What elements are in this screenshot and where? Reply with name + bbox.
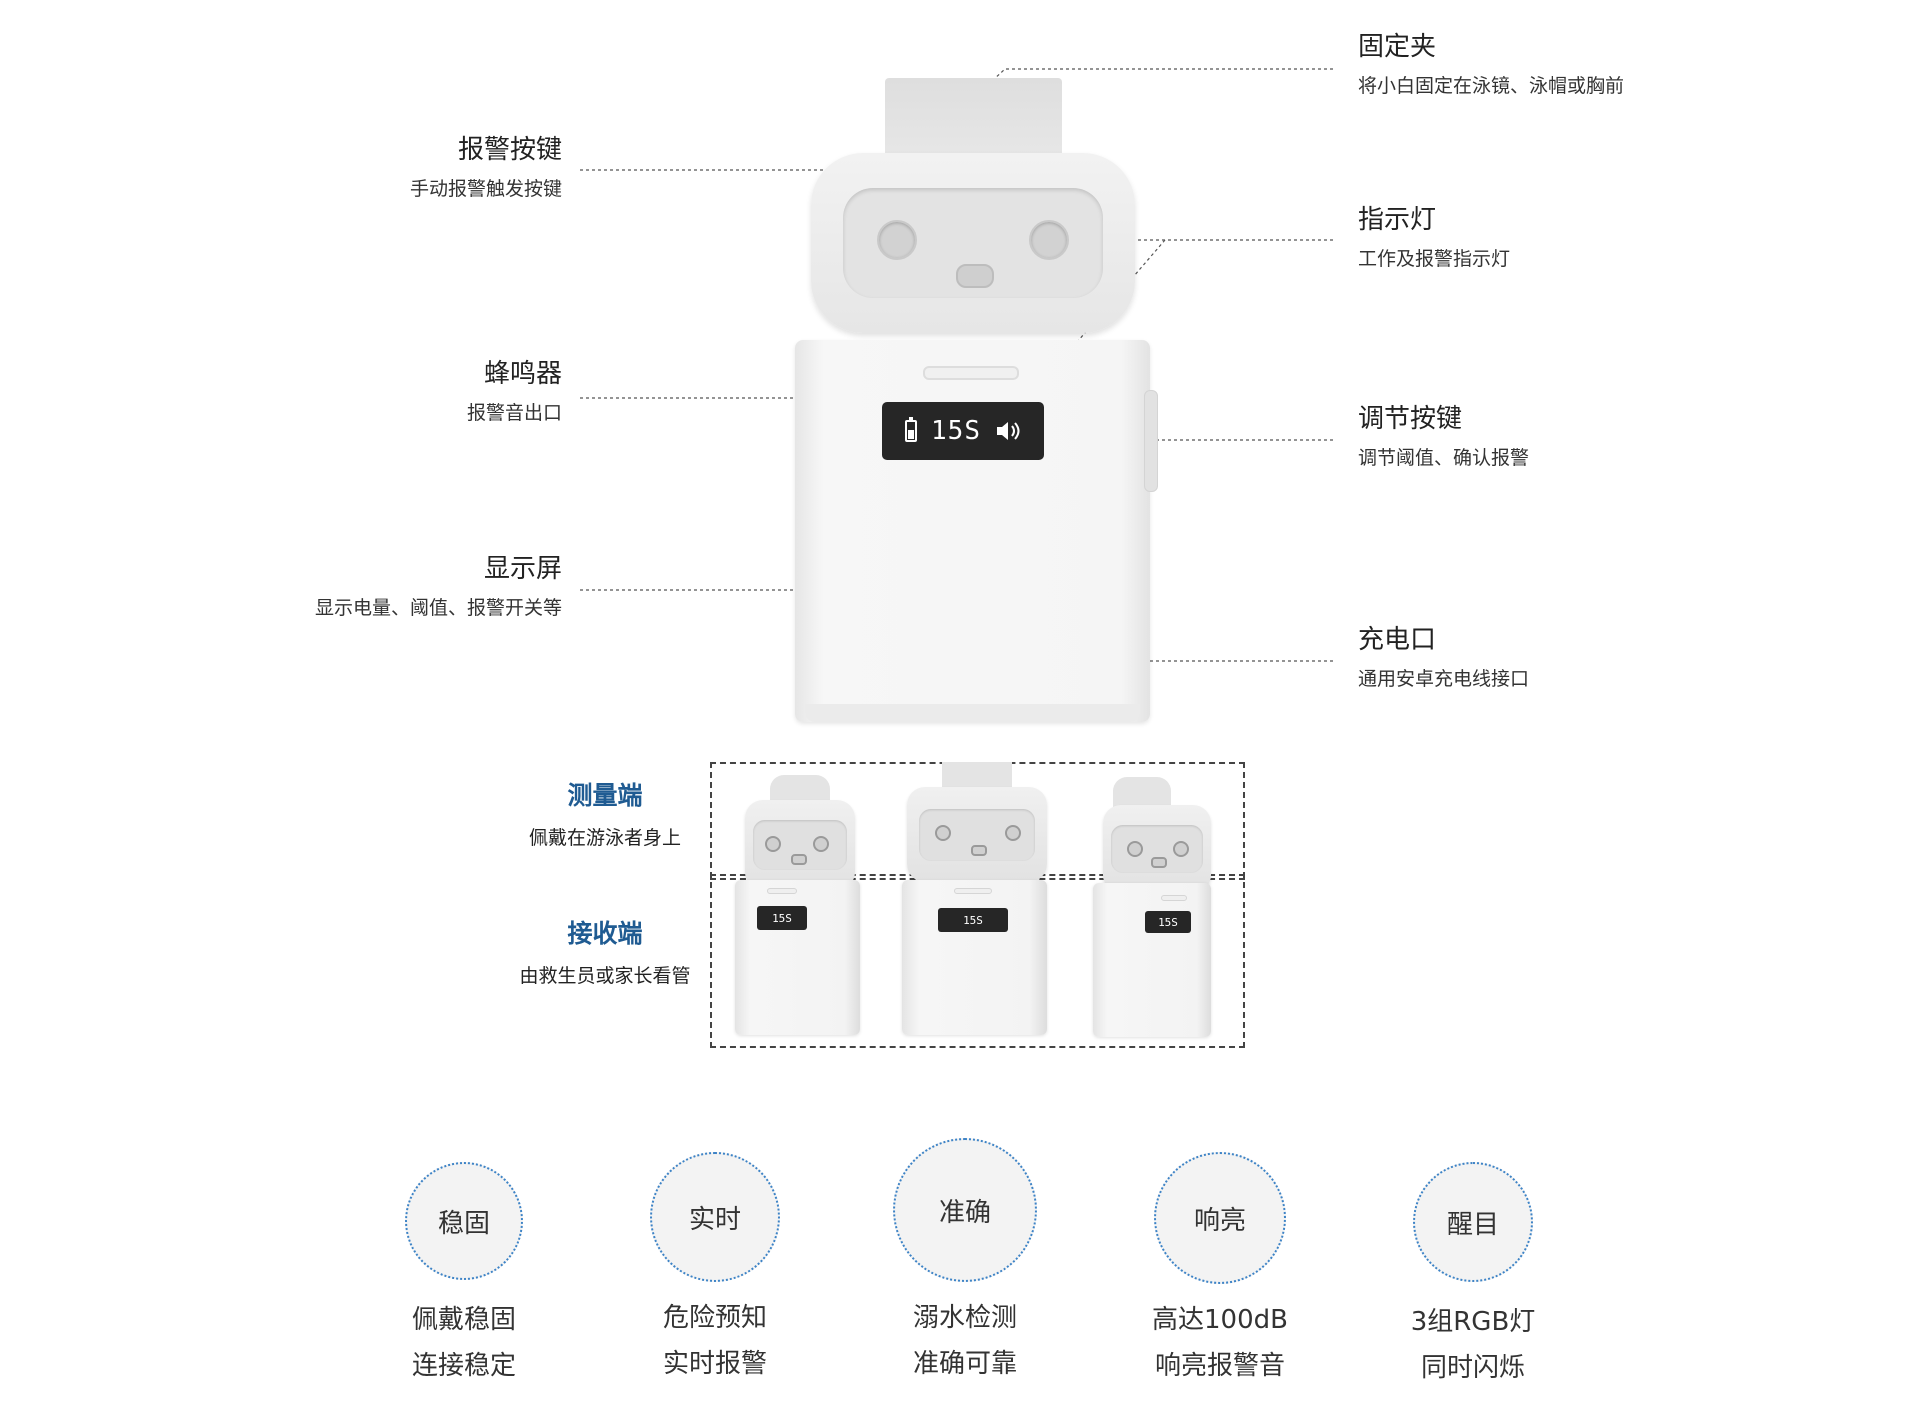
callout-title: 显示屏 [483, 554, 562, 584]
mini-screen-text: 15S [772, 911, 792, 925]
mini-head [745, 800, 855, 890]
feature-circle: 稳固 [405, 1162, 523, 1280]
mini-slot [1161, 895, 1187, 901]
mini-mouth [1151, 857, 1167, 868]
mini-face [919, 809, 1035, 861]
mini-slot [954, 888, 992, 894]
callout-adjust-button: 调节按键 调节阈值、确认报警 [1358, 402, 1529, 472]
feature-line1: 溺水检测 [912, 1303, 1017, 1333]
callout-desc: 手动报警触发按键 [409, 178, 562, 200]
role-desc: 佩戴在游泳者身上 [528, 827, 681, 849]
mini-eye-right [1005, 825, 1021, 841]
adjust-button [1144, 390, 1158, 492]
mini-slot [767, 888, 797, 894]
device-face [843, 188, 1103, 298]
mini-head [1103, 805, 1211, 893]
mini-screen: 15S [757, 906, 807, 930]
callout-display: 显示屏 显示电量、阈值、报警开关等 [315, 552, 562, 622]
callout-desc: 调节阈值、确认报警 [1358, 447, 1530, 469]
callout-buzzer: 蜂鸣器 报警音出口 [467, 357, 562, 427]
display-screen: 15S [882, 402, 1044, 460]
feature-line2: 同时闪烁 [1420, 1353, 1525, 1383]
callout-title: 指示灯 [1358, 205, 1437, 235]
mini-device-front-view: 15S [902, 762, 1052, 1037]
battery-icon [905, 417, 918, 442]
feature-circle: 醒目 [1413, 1162, 1533, 1282]
role-measure: 测量端 佩戴在游泳者身上 [505, 780, 705, 852]
mini-head [907, 787, 1047, 882]
feature-circle: 实时 [650, 1152, 780, 1282]
feature-line2: 准确可靠 [912, 1349, 1017, 1379]
mini-device-left-view: 15S [735, 770, 865, 1035]
feature-stable: 稳固 佩戴稳固 连接稳定 [399, 1162, 529, 1384]
mini-body: 15S [735, 880, 860, 1035]
callout-desc: 报警音出口 [466, 402, 562, 424]
role-title: 接收端 [567, 919, 643, 948]
role-desc: 由救生员或家长看管 [519, 965, 691, 987]
screen-text: 15S [931, 416, 981, 446]
callout-title: 蜂鸣器 [483, 359, 562, 389]
speaker-icon [996, 422, 1020, 440]
feature-line2: 连接稳定 [411, 1351, 516, 1381]
feature-line1: 3组RGB灯 [1410, 1307, 1536, 1337]
mini-eye-left [1127, 841, 1143, 857]
feature-circle: 响亮 [1154, 1152, 1286, 1284]
indicator-light-center [956, 264, 994, 288]
mini-eye-right [1173, 841, 1189, 857]
mini-body: 15S [1093, 883, 1211, 1037]
device-body: 15S [795, 340, 1158, 722]
feature-line2: 实时报警 [662, 1349, 767, 1379]
mini-body: 15S [902, 880, 1047, 1035]
mini-eye-right [813, 836, 829, 852]
mini-clip [1113, 777, 1171, 809]
device-head [811, 153, 1135, 333]
feature-realtime: 实时 危险预知 实时报警 [645, 1152, 785, 1382]
callout-desc: 显示电量、阈值、报警开关等 [314, 597, 562, 619]
callout-clip: 固定夹 将小白固定在泳镜、泳帽或胸前 [1358, 30, 1624, 100]
feature-line1: 危险预知 [662, 1303, 767, 1333]
callout-indicator: 指示灯 工作及报警指示灯 [1358, 203, 1510, 273]
mini-mouth [971, 845, 987, 856]
indicator-light-left [877, 220, 917, 260]
callout-title: 报警按键 [457, 135, 562, 165]
feature-circle: 准确 [893, 1138, 1037, 1282]
mini-screen-text: 15S [963, 913, 983, 927]
mini-mouth [791, 854, 807, 865]
mini-face [1111, 825, 1203, 873]
feature-accurate: 准确 溺水检测 准确可靠 [890, 1138, 1040, 1382]
charging-port-edge [805, 704, 1140, 722]
feature-eye-catching: 醒目 3组RGB灯 同时闪烁 [1398, 1162, 1548, 1386]
feature-line1: 佩戴稳固 [411, 1305, 516, 1335]
callout-alarm-button: 报警按键 手动报警触发按键 [410, 133, 562, 203]
callout-title: 调节按键 [1358, 404, 1463, 434]
role-title: 测量端 [567, 781, 643, 810]
main-device-illustration: 15S [795, 78, 1180, 723]
mini-screen: 15S [1145, 911, 1191, 933]
mini-screen-text: 15S [1158, 915, 1178, 929]
mini-eye-left [765, 836, 781, 852]
feature-line2: 响亮报警音 [1154, 1351, 1285, 1381]
mini-device-right-view: 15S [1093, 775, 1223, 1037]
callout-desc: 工作及报警指示灯 [1358, 248, 1511, 270]
role-receive: 接收端 由救生员或家长看管 [505, 918, 705, 990]
buzzer-slot [923, 366, 1019, 380]
callout-title: 充电口 [1358, 625, 1437, 655]
mini-face [753, 820, 847, 870]
feature-line1: 高达100dB [1152, 1305, 1288, 1335]
indicator-light-right [1029, 220, 1069, 260]
callout-charging-port: 充电口 通用安卓充电线接口 [1358, 623, 1529, 693]
mini-eye-left [935, 825, 951, 841]
callout-desc: 将小白固定在泳镜、泳帽或胸前 [1358, 75, 1625, 97]
callout-title: 固定夹 [1358, 32, 1437, 62]
feature-loud: 响亮 高达100dB 响亮报警音 [1140, 1152, 1300, 1384]
mini-screen: 15S [938, 908, 1008, 932]
callout-desc: 通用安卓充电线接口 [1358, 668, 1530, 690]
